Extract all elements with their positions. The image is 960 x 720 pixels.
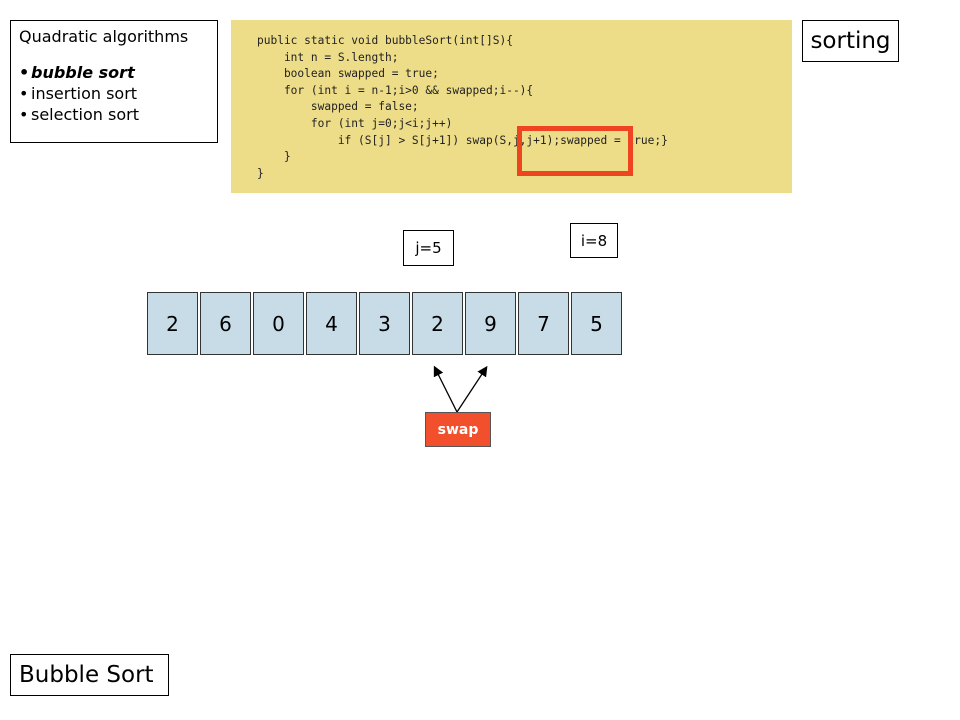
algorithm-item-bubble-sort: bubble sort (19, 62, 209, 83)
code-line: if (S[j] > S[j+1]) swap(S,j,j+1);swapped… (257, 133, 668, 147)
array-cell: 5 (571, 292, 622, 355)
algorithm-list: bubble sort insertion sort selection sor… (19, 62, 209, 125)
slide-title: Bubble Sort (10, 654, 169, 696)
code-line: } (257, 150, 291, 164)
i-index-label: i=8 (570, 223, 618, 258)
swap-arrow-right (456, 365, 488, 413)
code-line: swapped = false; (257, 100, 419, 114)
swap-arrows (433, 365, 488, 413)
j-index-label: j=5 (403, 230, 454, 266)
swap-label: swap (425, 412, 491, 447)
array-cell: 9 (465, 292, 516, 355)
code-line: for (int j=0;j<i;j++) (257, 116, 453, 130)
array-row: 2 6 0 4 3 2 9 7 5 (147, 292, 624, 355)
array-cell: 3 (359, 292, 410, 355)
swap-call-highlight (517, 126, 633, 176)
code-line: int n = S.length; (257, 50, 399, 64)
algorithm-item-insertion-sort: insertion sort (19, 83, 209, 104)
array-cell: 7 (518, 292, 569, 355)
array-cell: 2 (147, 292, 198, 355)
algorithm-list-box: Quadratic algorithms bubble sort inserti… (10, 20, 218, 143)
array-cell: 2 (412, 292, 463, 355)
topic-tag: sorting (802, 20, 899, 62)
code-line: } (257, 166, 264, 180)
algorithm-item-selection-sort: selection sort (19, 104, 209, 125)
array-cell: 6 (200, 292, 251, 355)
algorithm-list-heading: Quadratic algorithms (19, 27, 189, 46)
code-line: boolean swapped = true; (257, 67, 439, 81)
swap-arrow-left (433, 365, 458, 413)
code-block: public static void bubbleSort(int[]S){ i… (257, 33, 668, 182)
array-cell: 0 (253, 292, 304, 355)
code-line: public static void bubbleSort(int[]S){ (257, 34, 513, 47)
code-line: for (int i = n-1;i>0 && swapped;i--){ (257, 83, 534, 97)
code-panel: public static void bubbleSort(int[]S){ i… (231, 20, 792, 193)
array-cell: 4 (306, 292, 357, 355)
